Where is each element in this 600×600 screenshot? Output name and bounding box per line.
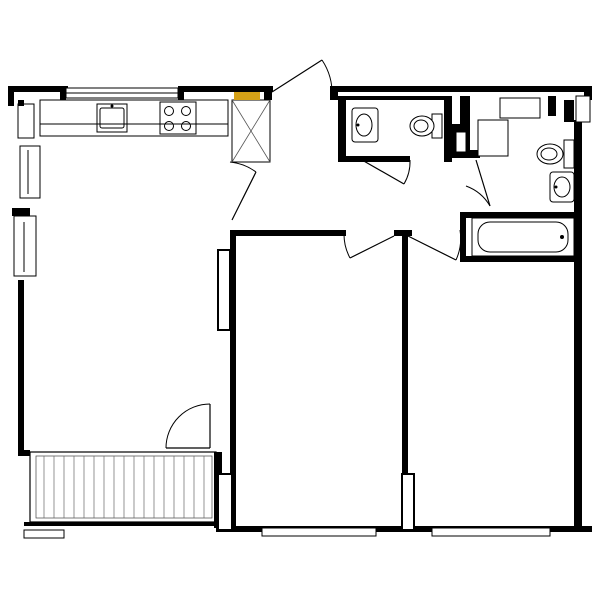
door-balcony[interactable]	[165, 403, 211, 449]
wall-left-main	[18, 280, 24, 450]
wall-top-right-end	[584, 86, 592, 100]
balcony	[29, 451, 222, 528]
window-bottom-2	[431, 527, 551, 537]
wall-top-kitchen-end	[264, 86, 272, 100]
door-bedroom-2[interactable]	[407, 229, 462, 261]
wall-top-left-post	[60, 86, 66, 100]
wall-top-kitchen-post	[178, 86, 184, 100]
window-left-2	[19, 145, 41, 199]
column-left	[217, 473, 233, 531]
washbasin-icon	[549, 171, 575, 203]
entrance-door[interactable]	[271, 59, 333, 97]
balcony-bottom-edge	[24, 522, 216, 526]
door-toilet[interactable]	[361, 159, 411, 185]
bathroom	[471, 139, 575, 257]
washbasin-icon	[351, 107, 379, 143]
window-right-top	[575, 95, 591, 123]
washing-machine-icon	[477, 119, 509, 157]
shelf-icon	[499, 97, 541, 119]
doors	[165, 59, 491, 449]
toilet-room	[351, 107, 443, 143]
door-bathroom[interactable]	[465, 159, 491, 207]
window-left-1	[17, 103, 35, 139]
exterior-walls	[8, 86, 592, 539]
accent-strip	[234, 92, 260, 100]
wall-toilet-left	[338, 96, 346, 162]
column-middle	[401, 473, 415, 531]
wall-toilet-right	[444, 96, 452, 162]
door-kitchen[interactable]	[229, 161, 257, 221]
kitchen-counter	[39, 99, 229, 137]
wall-bath-top	[466, 212, 574, 218]
radiator-icon	[217, 249, 231, 331]
stove-icon	[159, 101, 197, 135]
bathtub-icon	[471, 217, 575, 257]
wall-top-kitchen	[178, 86, 273, 92]
wall-right	[574, 120, 582, 530]
wall-bedroom-top	[236, 230, 346, 236]
wardrobe-icon	[231, 92, 271, 163]
door-bedroom-1[interactable]	[343, 233, 395, 259]
wall-partition-left	[230, 230, 236, 530]
kitchen-sink-icon	[96, 103, 128, 133]
wall-top-right-start	[330, 86, 338, 100]
wall-left-balcony-corner	[18, 450, 30, 456]
wall-left-top	[8, 86, 14, 106]
wall-bath-bottom	[460, 256, 574, 262]
wall-bath-left	[460, 212, 466, 262]
toilet-icon	[536, 139, 575, 169]
wall-top-right	[330, 86, 592, 92]
wall-top-left	[8, 86, 68, 92]
toilet-icon	[409, 113, 443, 139]
countertop	[39, 99, 229, 137]
wall-partition-middle	[402, 230, 408, 530]
interior-walls	[217, 96, 574, 531]
window-bottom-1	[261, 527, 377, 537]
wall-toilet-bottom	[346, 156, 410, 162]
window-left-3	[13, 215, 37, 277]
window-bottom-left	[23, 529, 65, 539]
